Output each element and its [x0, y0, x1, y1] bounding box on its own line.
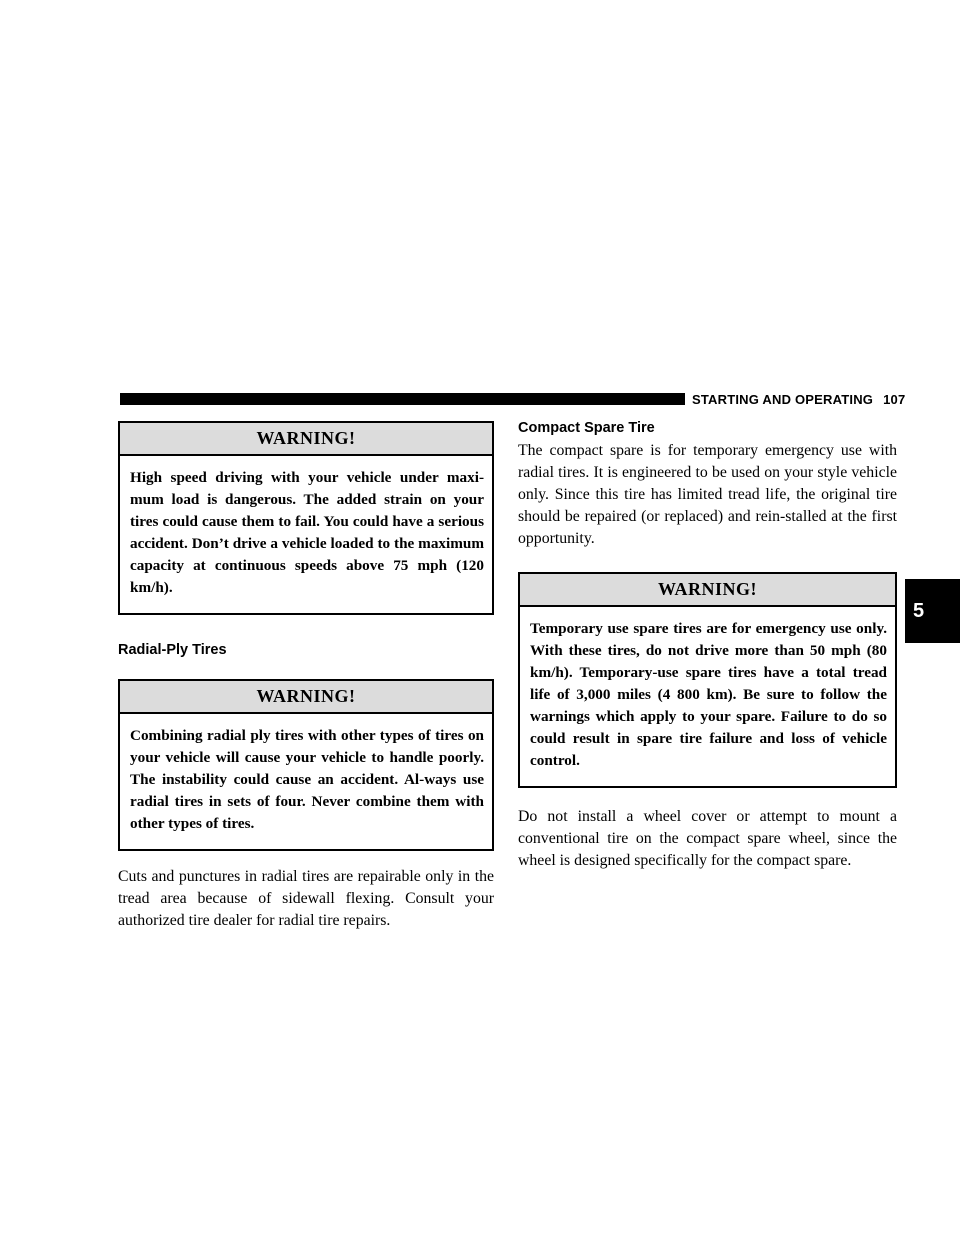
paragraph-compact-spare: The compact spare is for temporary emerg…: [518, 442, 897, 547]
header-rule: [120, 393, 685, 405]
right-column: Compact Spare Tire The compact spare is …: [518, 420, 897, 872]
warning-box-high-speed: WARNING! High speed driving with your ve…: [118, 421, 494, 615]
warning-box-radial: WARNING! Combining radial ply tires with…: [118, 679, 494, 851]
section-title: STARTING AND OPERATING: [692, 392, 874, 407]
warning-body: Combining radial ply tires with other ty…: [130, 727, 484, 832]
running-header: STARTING AND OPERATING 107: [692, 392, 905, 407]
warning-title: WARNING!: [120, 681, 492, 714]
warning-body: Temporary use spare tires are for emerge…: [530, 620, 887, 769]
warning-box-spare: WARNING! Temporary use spare tires are f…: [518, 572, 897, 788]
warning-title: WARNING!: [520, 574, 895, 607]
left-column: WARNING! High speed driving with your ve…: [118, 421, 494, 932]
paragraph-wheel-cover: Do not install a wheel cover or attempt …: [518, 808, 897, 869]
paragraph-radial-repairs: Cuts and punctures in radial tires are r…: [118, 868, 494, 929]
chapter-tab: 5: [905, 579, 960, 643]
warning-body: High speed driving with your vehicle und…: [130, 469, 484, 596]
heading-radial-ply-tires: Radial-Ply Tires: [118, 642, 227, 658]
warning-title: WARNING!: [120, 423, 492, 456]
heading-compact-spare-tire: Compact Spare Tire: [518, 420, 655, 436]
page-number: 107: [883, 392, 906, 407]
